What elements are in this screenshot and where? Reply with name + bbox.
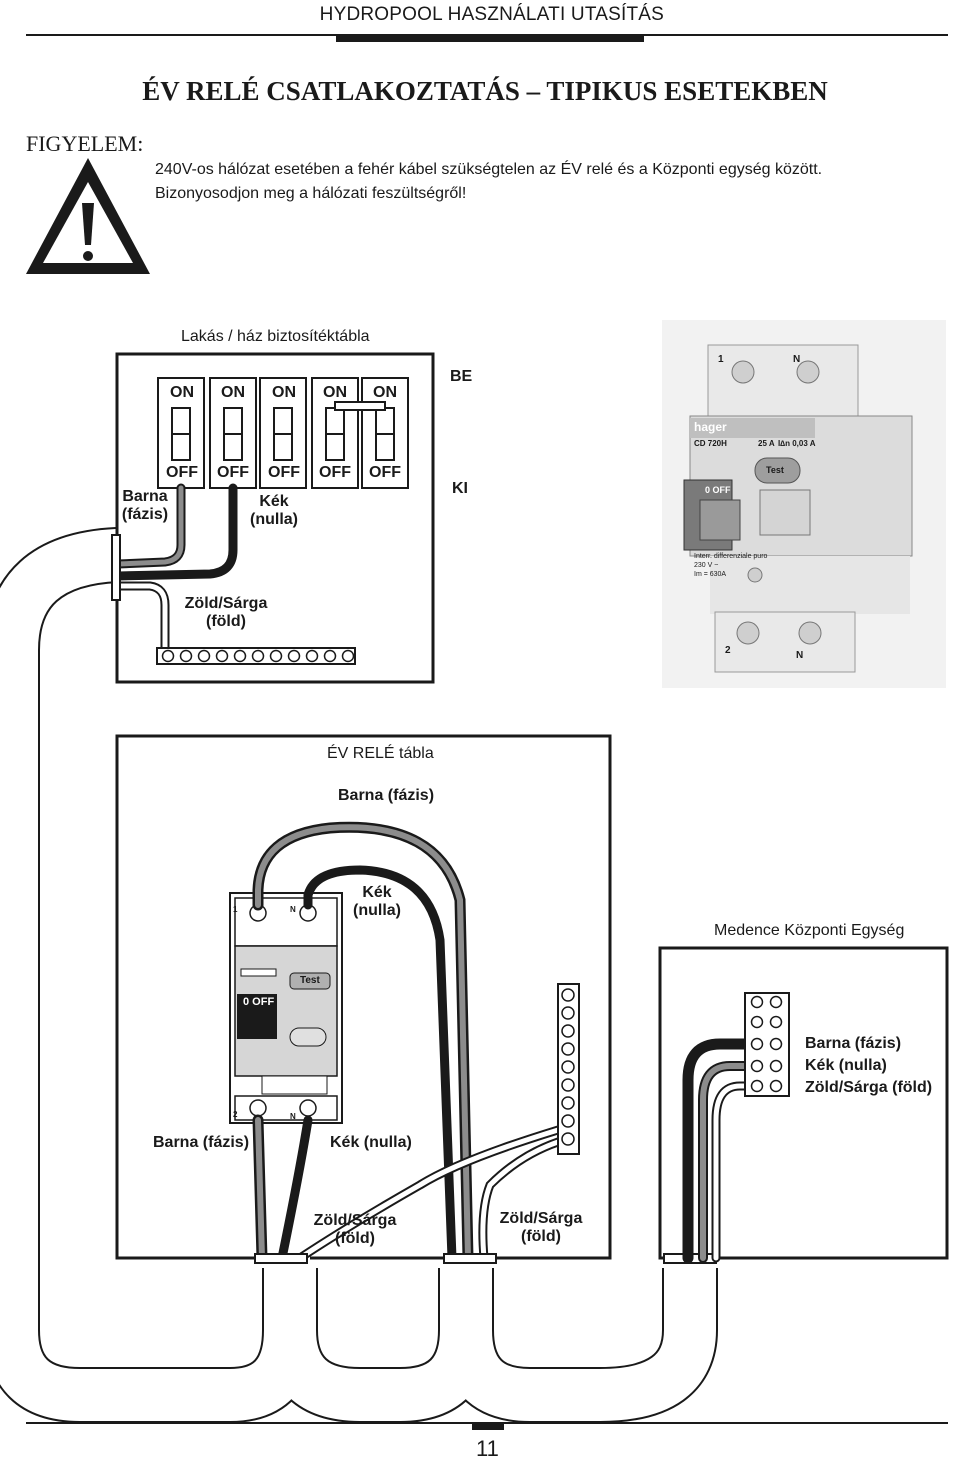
breaker-off-label: OFF (268, 464, 300, 481)
relay-earth-a-line2: (föld) (335, 1230, 375, 1247)
breaker-row (157, 377, 409, 489)
photo-terminal-n2: N (796, 650, 804, 661)
earth-wire-label-line1: Zöld/Sárga (184, 595, 268, 612)
earth-terminal-strip (156, 647, 356, 665)
rcd-terminal-2: 2 (233, 1110, 238, 1119)
footer-bar (472, 1422, 504, 1430)
earth-wire-label-line2: (föld) (206, 613, 246, 630)
relay-brown-top-label: Barna (fázis) (338, 787, 435, 804)
photo-desc-2: 230 V ~ (694, 562, 719, 569)
warning-label: FIGYELEM: (26, 131, 144, 156)
earth-wire-label: Zöld/Sárga (föld) (181, 595, 271, 631)
relay-earth-label-a: Zöld/Sárga (föld) (310, 1212, 400, 1248)
photo-off-label: 0 OFF (705, 485, 731, 495)
relay-terminal-strip (557, 983, 580, 1155)
relay-earth-label-b: Zöld/Sárga (föld) (496, 1210, 586, 1246)
page-number: 11 (476, 1436, 499, 1461)
photo-sensitivity: I∆n 0,03 A (778, 439, 816, 448)
fuse-panel-gland (111, 534, 121, 601)
rcd-terminal-n: N (290, 905, 296, 914)
central-earth-label: Zöld/Sárga (föld) (805, 1079, 933, 1096)
breaker-on-label: ON (221, 384, 245, 401)
breaker-off-label: OFF (369, 464, 401, 481)
rcd-photo (662, 320, 946, 688)
blue-wire-label-line2: (nulla) (250, 511, 298, 528)
relay-brown-bottom-label: Barna (fázis) (153, 1134, 250, 1151)
page-title: ÉV RELÉ CSATLAKOZTATÁS – TIPIKUS ESETEKB… (142, 76, 828, 106)
on-state-label: BE (450, 368, 473, 385)
photo-terminal-n: N (793, 354, 801, 365)
breaker-off-label: OFF (319, 464, 351, 481)
breaker-off-label: OFF (217, 464, 249, 481)
relay-wires (252, 821, 563, 1264)
photo-desc-3: Im = 630A (694, 571, 727, 578)
fuse-wires (113, 483, 238, 653)
breaker-on-label: ON (170, 384, 194, 401)
relay-blue-bottom-label: Kék (nulla) (330, 1134, 412, 1151)
fuse-panel-title: Lakás / ház biztosítéktábla (181, 328, 370, 345)
rcd-test-label: Test (300, 975, 320, 986)
blue-wire-label-line1: Kék (259, 493, 289, 510)
warning-text: 240V-os hálózat esetében a fehér kábel s… (155, 158, 822, 206)
breaker-off-label: OFF (166, 464, 198, 481)
blue-wire-label: Kék (nulla) (245, 493, 303, 529)
central-unit-wires (682, 1038, 751, 1264)
central-blue-label: Kék (nulla) (805, 1057, 887, 1074)
central-brown-label: Barna (fázis) (805, 1035, 902, 1052)
relay-earth-b-line2: (föld) (521, 1228, 561, 1245)
brown-wire-label: Barna (fázis) (118, 488, 172, 524)
rcd-off-label: 0 OFF (243, 996, 275, 1008)
warning-line-1: 240V-os hálózat esetében a fehér kábel s… (155, 161, 823, 178)
relay-blue-top-line1: Kék (362, 884, 392, 901)
relay-panel-box (115, 734, 612, 1260)
warning-line-2: Bizonyosodjon meg a hálózati feszültségr… (155, 185, 467, 202)
central-terminal-block (744, 992, 790, 1097)
photo-model: CD 720H (694, 439, 727, 448)
document-header: HYDROPOOL HASZNÁLATI UTASÍTÁS (319, 4, 664, 25)
brown-wire-label-line2: (fázis) (121, 506, 169, 523)
relay-blue-top-line2: (nulla) (353, 902, 401, 919)
relay-rcd (229, 892, 343, 1124)
rcd-terminal-1: 1 (233, 905, 238, 914)
brown-wire-label-line1: Barna (122, 488, 168, 505)
photo-terminal-1: 1 (718, 354, 724, 365)
header-bar (336, 35, 644, 42)
relay-earth-b-line1: Zöld/Sárga (499, 1210, 583, 1227)
photo-test-label: Test (766, 465, 784, 475)
central-unit-box (658, 946, 949, 1260)
photo-terminal-2: 2 (725, 645, 731, 656)
photo-rating: 25 A (758, 439, 775, 448)
relay-earth-a-line1: Zöld/Sárga (313, 1212, 397, 1229)
relay-panel-title: ÉV RELÉ tábla (327, 745, 434, 762)
warning-triangle-icon (26, 158, 150, 274)
photo-brand: hager (694, 420, 727, 434)
central-unit-title: Medence Központi Egység (714, 922, 905, 939)
breaker-on-label: ON (373, 384, 397, 401)
relay-blue-top-label: Kék (nulla) (348, 884, 406, 920)
photo-desc-1: Interr. differenziale puro (694, 553, 768, 560)
breaker-on-label: ON (323, 384, 347, 401)
off-state-label: KI (452, 480, 468, 497)
conduit (0, 527, 718, 1423)
breaker-on-label: ON (272, 384, 296, 401)
rcd-terminal-n2: N (290, 1112, 296, 1121)
